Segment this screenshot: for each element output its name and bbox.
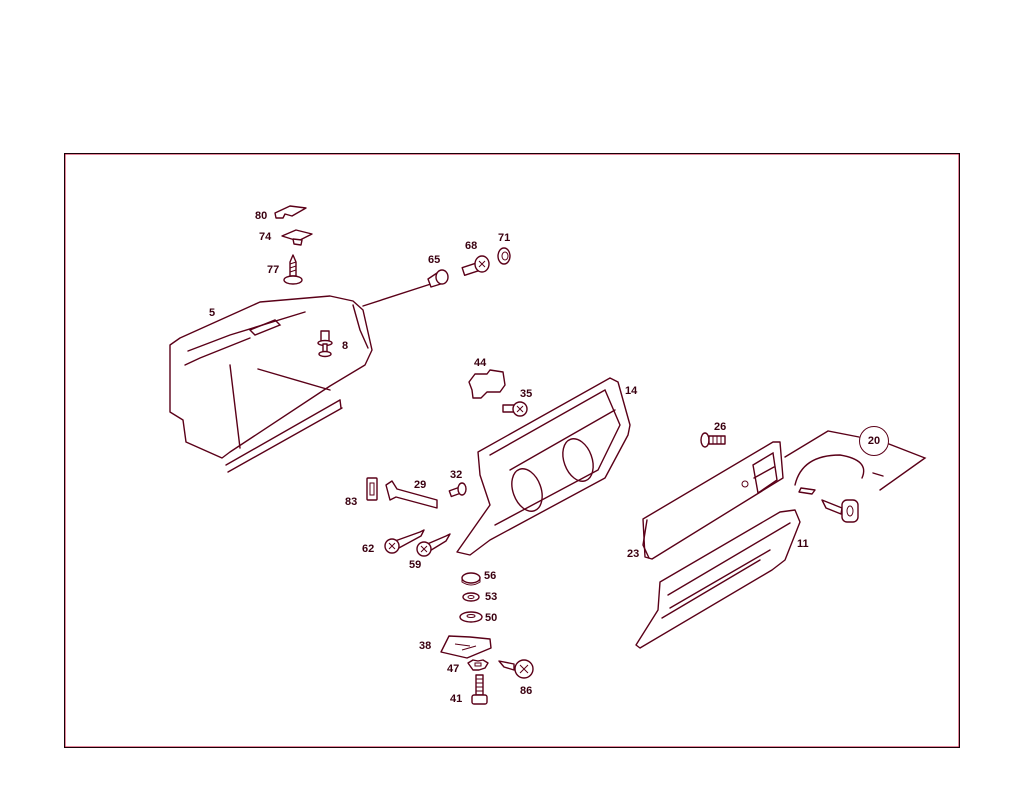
label-part-59: 59 [409, 559, 422, 571]
label-part-44: 44 [474, 357, 487, 369]
label-part-32: 32 [450, 469, 463, 481]
label-part-86: 86 [520, 685, 533, 697]
label-part-5: 5 [209, 307, 216, 319]
label-part-65: 65 [428, 254, 441, 266]
part-62-screw-icon [384, 529, 425, 554]
part-50-washer-icon [459, 611, 483, 623]
label-part-50: 50 [485, 612, 498, 624]
part-68-screw-icon [461, 255, 490, 276]
part-71-washer-icon [497, 247, 511, 265]
part-32-screw-icon [448, 482, 467, 498]
label-part-47: 47 [447, 663, 460, 675]
label-part-26: 26 [714, 421, 727, 433]
label-part-29: 29 [414, 479, 427, 491]
label-part-56: 56 [484, 570, 497, 582]
part-44-bracket-icon [468, 369, 506, 399]
label-part-11: 11 [797, 538, 809, 550]
part-26-screw-icon [700, 432, 726, 448]
part-8-push-pin-icon [317, 330, 333, 358]
callout-part-20-label: 20 [867, 435, 881, 447]
label-part-74: 74 [259, 231, 272, 243]
label-part-23: 23 [627, 548, 640, 560]
part-65-grommet-icon [427, 269, 449, 288]
part-77-screw-icon [283, 254, 303, 285]
part-83-clip-icon [366, 477, 378, 501]
part-11-tray-icon [635, 509, 801, 649]
label-part-53: 53 [485, 591, 498, 603]
label-part-80: 80 [255, 210, 268, 222]
part-35-screw-icon [502, 401, 528, 417]
label-part-68: 68 [465, 240, 478, 252]
label-part-71: 71 [498, 232, 511, 244]
label-part-14: 14 [625, 385, 638, 397]
label-part-41: 41 [450, 693, 463, 705]
callout-part-20: 20 [859, 426, 889, 456]
label-part-62: 62 [362, 543, 375, 555]
part-38-bracket-icon [440, 635, 492, 659]
part-47-star-washer-icon [467, 659, 489, 671]
part-29-hook-rod-icon [385, 480, 438, 509]
part-80-clip-icon [274, 205, 307, 219]
part-41-bolt-icon [471, 674, 488, 705]
label-part-35: 35 [520, 388, 533, 400]
label-part-77: 77 [267, 264, 280, 276]
part-59-screw-icon [416, 533, 451, 557]
label-part-8: 8 [342, 340, 349, 352]
label-part-38: 38 [419, 640, 432, 652]
part-23-lid-icon [642, 441, 784, 560]
diagram-frame [64, 153, 960, 748]
part-20-key-set-icon [784, 430, 927, 523]
part-14-panel-frame-icon [456, 377, 631, 556]
part-86-screw-icon [498, 659, 534, 679]
label-part-83: 83 [345, 496, 358, 508]
part-53-spring-washer-icon [462, 592, 480, 602]
part-74-clip-nut-icon [281, 229, 313, 246]
part-56-nut-icon [461, 572, 481, 586]
